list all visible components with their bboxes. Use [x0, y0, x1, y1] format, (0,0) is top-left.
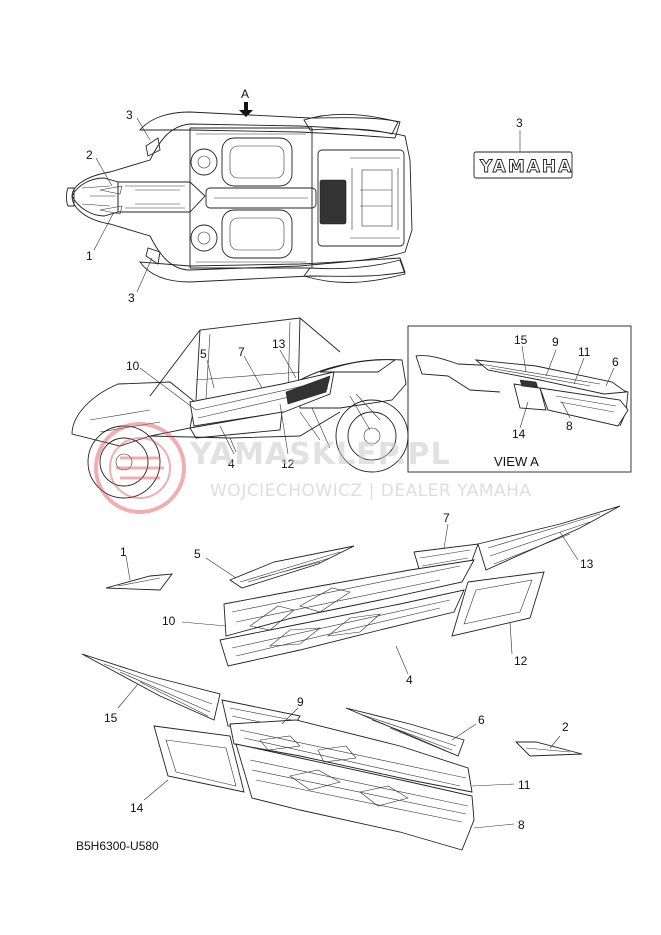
- decal-12: [451, 571, 545, 637]
- yamaha-emblem-part-3: 3 YAMAHA: [473, 116, 573, 179]
- callout-5: 5: [194, 547, 201, 561]
- decal-2: [514, 741, 583, 757]
- callout-5-side: 5: [200, 347, 207, 361]
- callout-4: 4: [406, 673, 413, 687]
- decal-10: [223, 559, 475, 637]
- watermark-name: YAMASKLEP.PL: [189, 437, 451, 472]
- side-view-vehicle: 10 5 7 13 4 12: [71, 317, 409, 499]
- emblem-text: YAMAHA: [479, 157, 573, 177]
- decal-13: [477, 505, 621, 571]
- decal-4: [219, 589, 465, 667]
- callout-14: 14: [130, 801, 144, 815]
- callout-3-bottom: 3: [128, 291, 135, 305]
- callout-14-viewa: 14: [512, 427, 526, 441]
- view-a-title: VIEW A: [494, 454, 539, 469]
- watermark-subtitle: WOJCIECHOWICZ | DEALER YAMAHA: [210, 481, 532, 501]
- watermark-logo: [94, 422, 186, 514]
- decal-parts-upper: 1 5 7 13 10 12 4: [105, 505, 621, 687]
- callout-3-top: 3: [126, 108, 133, 122]
- decal-14: [153, 725, 245, 793]
- callout-9: 9: [297, 695, 304, 709]
- callout-2: 2: [562, 720, 569, 734]
- top-view-vehicle: A: [66, 87, 413, 305]
- callout-11: 11: [518, 778, 531, 792]
- callout-12-side: 12: [281, 457, 295, 471]
- callout-7: 7: [443, 511, 450, 525]
- callout-6-viewa: 6: [612, 355, 619, 369]
- callout-1-top: 1: [86, 249, 93, 263]
- diagram-code: B5H6300-U580: [76, 839, 159, 853]
- view-a-inset: 15 9 11 6 14 8 VIEW A: [407, 325, 632, 473]
- callout-9-viewa: 9: [552, 335, 559, 349]
- callout-10: 10: [162, 614, 176, 628]
- decal-15: [81, 653, 221, 721]
- callout-6: 6: [478, 713, 485, 727]
- callout-8-viewa: 8: [566, 419, 573, 433]
- callout-4-side: 4: [228, 457, 235, 471]
- watermark: YAMASKLEP.PL WOJCIECHOWICZ | DEALER YAMA…: [94, 422, 532, 514]
- callout-12: 12: [514, 654, 528, 668]
- callout-3-emblem: 3: [516, 116, 523, 130]
- callout-10-side: 10: [126, 359, 140, 373]
- callout-8: 8: [518, 818, 525, 832]
- callout-11-viewa: 11: [578, 345, 591, 359]
- callout-15: 15: [104, 711, 118, 725]
- callout-13-side: 13: [272, 337, 286, 351]
- callout-13: 13: [580, 557, 594, 571]
- decal-8: [235, 743, 475, 851]
- callout-2-top: 2: [86, 148, 93, 162]
- view-a-arrow-label: A: [241, 87, 249, 101]
- callout-1: 1: [120, 545, 127, 559]
- decal-6: [345, 707, 465, 757]
- decal-parts-lower: 15 9 6 2 11 14 8: [81, 653, 583, 851]
- view-a-arrow-icon: [239, 102, 253, 117]
- callout-15-viewa: 15: [514, 333, 528, 347]
- callout-7-side: 7: [238, 345, 245, 359]
